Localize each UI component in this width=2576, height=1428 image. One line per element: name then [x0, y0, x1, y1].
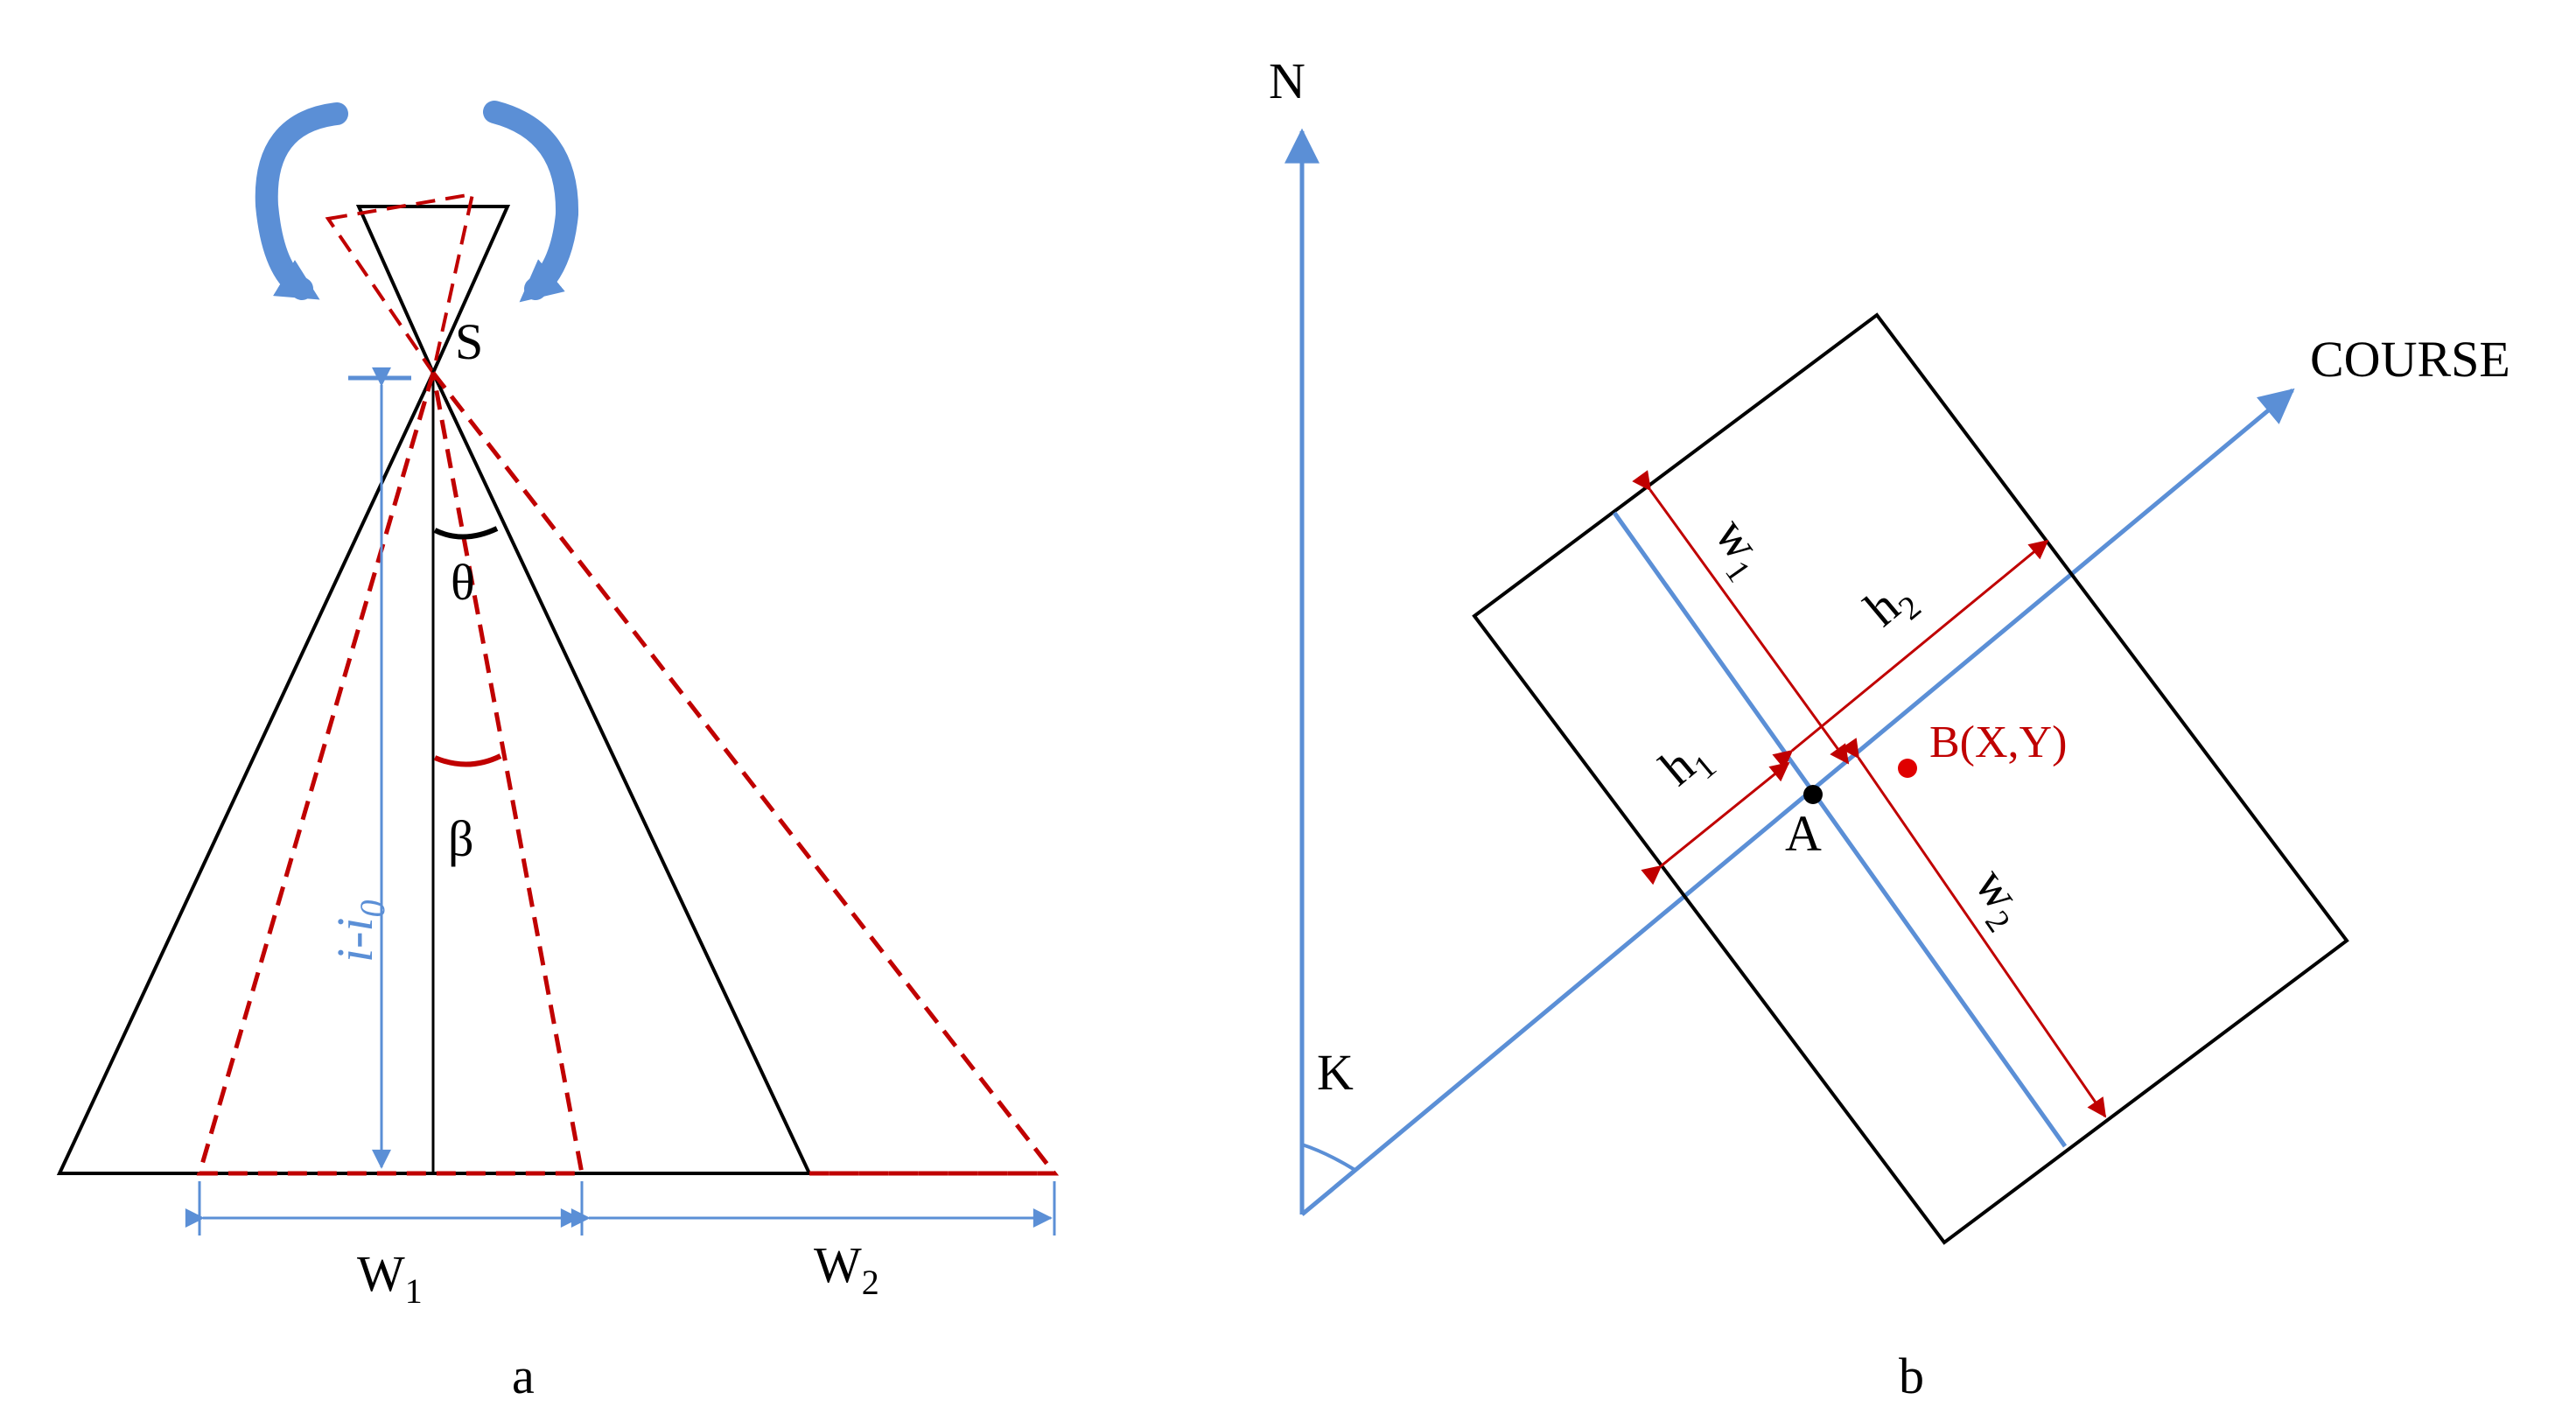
- h1-dimension: [1641, 761, 1790, 886]
- theta-label: θ: [451, 554, 475, 611]
- panel-b: N COURSE K A B(X,Y) w1 w2 h1 h2: [1269, 52, 2510, 1404]
- rotate-left-arrow-icon: [255, 102, 348, 300]
- k-angle-label: K: [1317, 1044, 1354, 1101]
- panel-b-caption: b: [1899, 1348, 1924, 1404]
- north-label: N: [1269, 52, 1306, 109]
- transverse-line: [1612, 511, 2068, 1148]
- k-angle-arc: [1301, 1143, 1358, 1172]
- theta-arc: [433, 526, 499, 540]
- w1-label: W1: [357, 1245, 423, 1311]
- apex-label: S: [455, 313, 483, 370]
- w2-label: W2: [814, 1236, 879, 1302]
- footprint-rectangle: [1472, 312, 2349, 1245]
- course-label: COURSE: [2310, 331, 2510, 388]
- panel-a: S θ β i-i0 W1 W2 a: [56, 101, 1060, 1404]
- tilted-field-outer: [431, 371, 1060, 1176]
- point-a-label: A: [1785, 805, 1822, 862]
- w2-label: w2: [1956, 858, 2040, 939]
- point-a: [1803, 785, 1823, 804]
- lens-triangle: [355, 205, 511, 377]
- lens-triangle-tilted: [325, 192, 475, 377]
- panel-a-caption: a: [512, 1348, 535, 1404]
- course-axis: [1300, 388, 2295, 1216]
- h1-label: h1: [1649, 725, 1724, 802]
- h2-dimension: [1772, 539, 2049, 770]
- height-label: i-i0: [326, 900, 392, 962]
- w1-label: w1: [1697, 508, 1781, 589]
- point-b: [1898, 759, 1917, 778]
- beta-label: β: [448, 810, 474, 867]
- tilted-field-inner: [196, 372, 585, 1176]
- point-b-label: B(X,Y): [1929, 718, 2067, 767]
- beta-arc: [433, 753, 502, 767]
- rotate-right-arrow-icon: [483, 101, 579, 303]
- h2-label: h2: [1854, 566, 1928, 643]
- w2-dimension: [1840, 738, 2107, 1118]
